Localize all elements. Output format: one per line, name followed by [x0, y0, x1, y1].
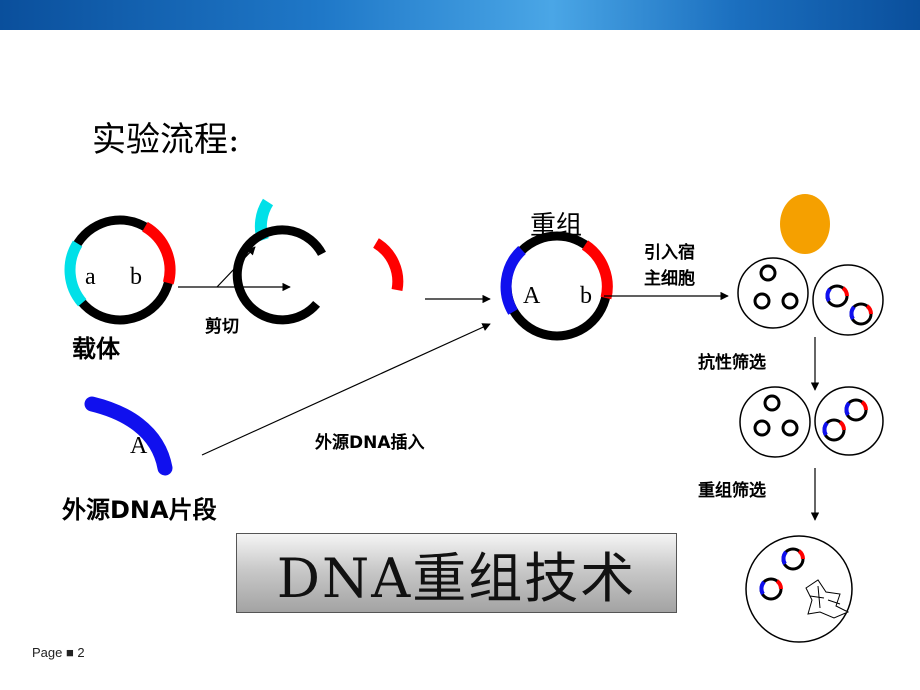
host-cell-recombinant — [745, 535, 853, 643]
gene-b-segment — [142, 221, 176, 285]
label-into-host-line2: 主细胞 — [644, 269, 695, 289]
label-foreign-insert: 外源DNA插入 — [315, 433, 425, 453]
page-title: 实验流程: — [92, 120, 240, 160]
foreign-dna-fragment — [84, 396, 173, 476]
label-recombinant-b: b — [580, 283, 592, 309]
label-recombinant-screen: 重组筛选 — [698, 481, 766, 501]
host-cells-resistant — [739, 386, 884, 458]
host-cells-transformed — [737, 257, 884, 336]
label-resistance-screen: 抗性筛选 — [698, 353, 766, 373]
label-gene-a: a — [85, 264, 96, 290]
title-banner: DNA重组技术 — [236, 533, 677, 613]
label-vector: 载体 — [72, 335, 120, 363]
cut-plasmid — [232, 225, 404, 325]
insert-arrow — [201, 323, 491, 456]
label-cut: 剪切 — [205, 317, 239, 337]
vector-plasmid — [64, 215, 176, 325]
gene-a-segment — [64, 240, 87, 307]
banner-text: DNA重组技术 — [276, 546, 637, 610]
label-into-host-line1: 引入宿 — [644, 243, 695, 263]
host-cell — [780, 194, 830, 254]
label-recombinant-A: A — [523, 283, 541, 309]
gene-A-segment — [500, 245, 526, 315]
label-fragment-A: A — [130, 433, 148, 459]
page-number: Page ■ 2 — [32, 645, 85, 660]
label-gene-b: b — [130, 264, 142, 290]
recombinant-plasmid — [500, 231, 613, 341]
label-foreign-fragment: 外源DNA片段 — [62, 496, 217, 524]
label-recombinant: 重组 — [530, 211, 583, 241]
top-header-bar — [0, 0, 920, 30]
